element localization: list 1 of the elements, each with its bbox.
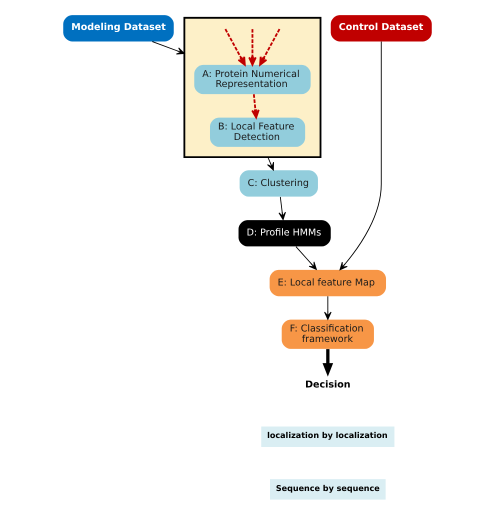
node-text: Decision [304, 378, 350, 390]
